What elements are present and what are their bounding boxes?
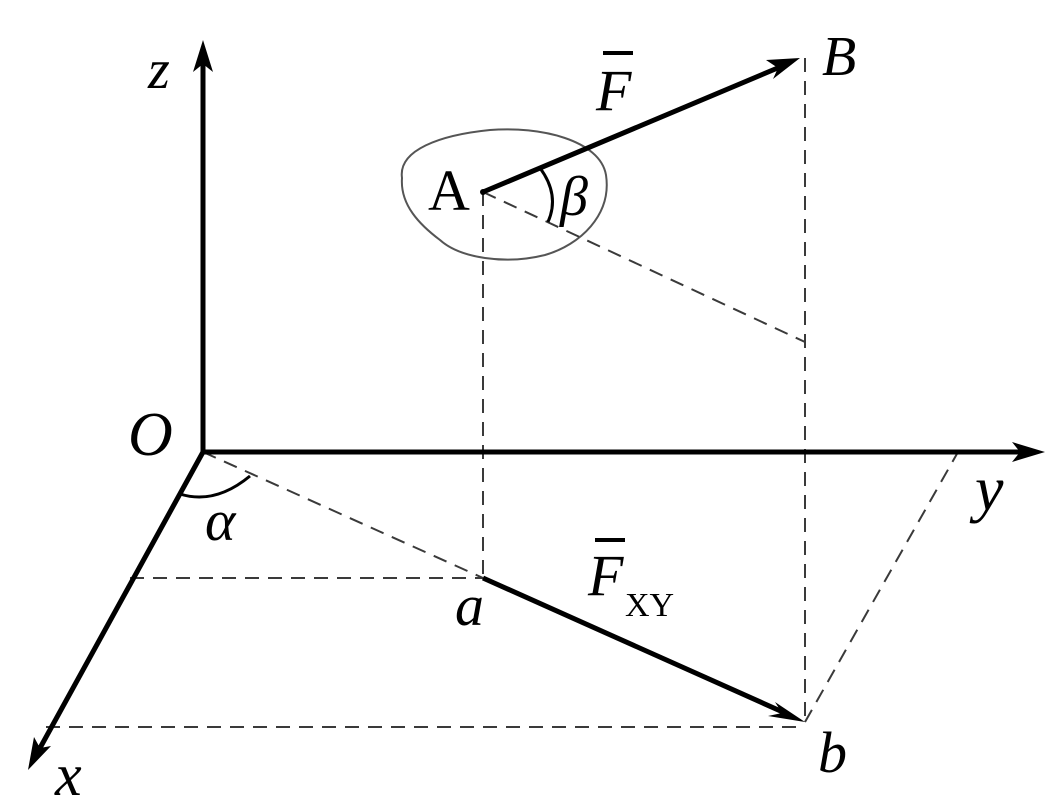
dash-O-to-a xyxy=(202,451,484,579)
angle-alpha-label: α xyxy=(205,488,237,553)
projection-vector-arrowhead xyxy=(768,702,805,722)
y-axis-arrowhead xyxy=(1012,442,1045,462)
origin-label: O xyxy=(128,401,173,469)
x-axis-line xyxy=(37,450,206,750)
projection-vector-line xyxy=(481,575,787,716)
point-A-dot xyxy=(480,189,486,195)
angle-beta-label: β xyxy=(559,166,588,228)
point-b-label: b xyxy=(818,720,847,785)
point-A-label: A xyxy=(428,158,470,223)
projection-label: F xyxy=(587,543,624,608)
dash-A-horizontal-ref xyxy=(482,191,806,343)
x-axis-arrowhead xyxy=(28,737,51,770)
angle-alpha-arc xyxy=(179,474,251,499)
z-axis-label: z xyxy=(147,39,170,101)
force-label: F xyxy=(595,58,632,123)
projection-label-subscript: XY xyxy=(625,587,674,624)
y-axis-label: y xyxy=(969,453,1004,524)
force-vector-arrowhead xyxy=(766,58,800,79)
point-a-label: a xyxy=(455,573,484,638)
x-axis-label: x xyxy=(54,742,82,800)
force-vector-line xyxy=(482,64,781,195)
z-axis-arrowhead xyxy=(193,40,213,72)
body-outline xyxy=(400,128,608,261)
angle-beta-arc xyxy=(538,167,554,223)
dash-b-to-yaxis xyxy=(804,451,959,723)
point-B-label: B xyxy=(822,26,856,88)
